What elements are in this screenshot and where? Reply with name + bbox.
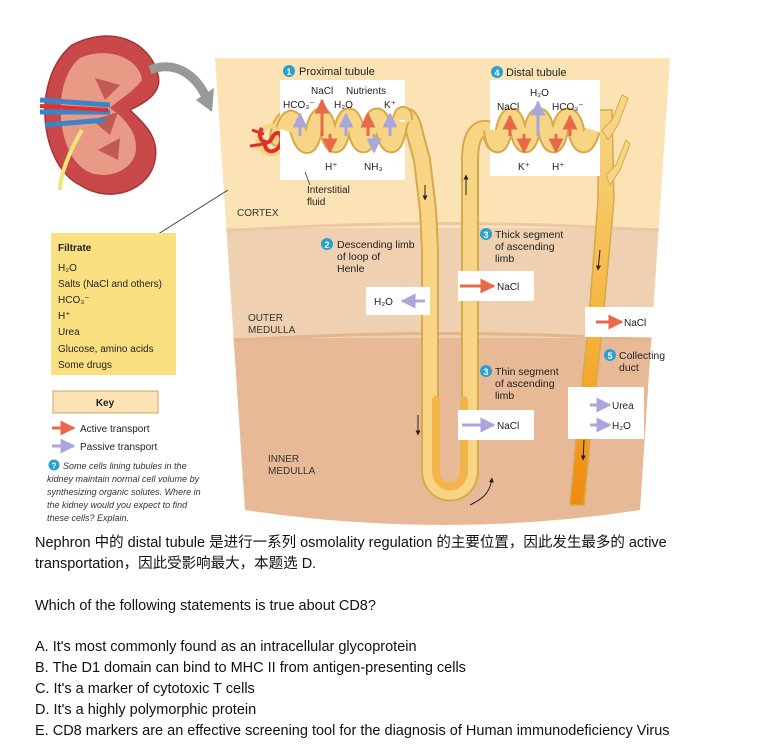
svg-text:Henle: Henle	[337, 263, 365, 275]
active-transport-label: Active transport	[80, 424, 150, 435]
svg-text:Collecting: Collecting	[619, 350, 665, 362]
filtrate-title: Filtrate	[58, 243, 92, 254]
step-label-thick-segment: 3 Thick segment of ascending limb	[480, 228, 563, 265]
svg-text:Thin segment: Thin segment	[495, 366, 559, 378]
solute-hco3: HCO₃⁻	[283, 100, 315, 111]
filtrate-item: Some drugs	[58, 360, 112, 371]
svg-text:limb: limb	[495, 253, 514, 265]
svg-text:MEDULLA: MEDULLA	[248, 325, 296, 336]
svg-text:limb: limb	[495, 390, 514, 402]
thin-nacl-box: NaCl	[458, 410, 534, 440]
svg-text:fluid: fluid	[307, 197, 325, 208]
svg-text:NaCl: NaCl	[497, 282, 519, 293]
answer-option-a[interactable]: A. It's most commonly found as an intrac…	[35, 639, 417, 655]
svg-text:of ascending: of ascending	[495, 378, 555, 390]
question-note: ? Some cells lining tubules in the kidne…	[47, 459, 201, 523]
solute-h: H⁺	[325, 162, 338, 173]
distal-transport-arrows	[502, 100, 578, 154]
legend-key: Key Active transport Passive transport	[52, 390, 159, 454]
filtrate-item: Urea	[58, 327, 80, 338]
filtrate-item: H₂O	[58, 263, 77, 274]
solute-nacl: NaCl	[497, 102, 519, 113]
answer-option-c[interactable]: C. It's a marker of cytotoxic T cells	[35, 681, 255, 697]
svg-text:3: 3	[483, 367, 488, 377]
filtrate-item: H⁺	[58, 311, 71, 322]
solute-nutrients: Nutrients	[346, 86, 386, 97]
svg-text:?: ?	[52, 462, 57, 471]
answer-option-b[interactable]: B. The D1 domain can bind to MHC II from…	[35, 660, 466, 676]
filtrate-item: HCO₃⁻	[58, 295, 90, 306]
kidney-illustration	[39, 35, 160, 195]
solute-k: K⁺	[518, 162, 530, 173]
answer-option-d[interactable]: D. It's a highly polymorphic protein	[35, 702, 257, 718]
svg-text:these cells? Explain.: these cells? Explain.	[47, 513, 129, 523]
filtrate-item: Glucose, amino acids	[58, 344, 154, 355]
solute-hco3: HCO₃⁻	[552, 102, 584, 113]
proximal-transport-arrows	[292, 98, 398, 154]
svg-text:of loop of: of loop of	[337, 251, 380, 263]
solute-nacl: NaCl	[311, 86, 333, 97]
svg-text:Thick segment: Thick segment	[495, 229, 563, 241]
svg-text:duct: duct	[619, 362, 639, 374]
answer-options: A. It's most commonly found as an intrac…	[35, 637, 670, 742]
step-label-thin-segment: 3 Thin segment of ascending limb	[480, 365, 559, 402]
step-number: 1	[286, 67, 291, 77]
step-label-collecting-duct: 5 Collecting duct	[604, 349, 665, 374]
svg-text:H₂O: H₂O	[374, 297, 393, 308]
step-label-proximal: 1 Proximal tubule	[283, 65, 375, 78]
svg-text:kidney maintain normal cell vo: kidney maintain normal cell volume by	[47, 474, 200, 484]
svg-text:synthesizing organic solutes.: synthesizing organic solutes. Where in	[47, 487, 201, 497]
explanation-line: transportation，因此受影响最大，本题选 D.	[35, 556, 317, 572]
svg-text:MEDULLA: MEDULLA	[268, 466, 316, 477]
step-label-descending: 2 Descending limb of loop of Henle	[321, 238, 415, 275]
explanation-line: Nephron 中的 distal tubule 是进行一系列 osmolali…	[35, 535, 667, 551]
distal-tubule-label: Distal tubule	[506, 67, 567, 79]
svg-text:2: 2	[324, 240, 329, 250]
svg-text:Descending limb: Descending limb	[337, 239, 415, 251]
svg-text:H₂O: H₂O	[612, 421, 631, 432]
svg-text:Interstitial: Interstitial	[307, 185, 350, 196]
nephron-diagram: 1 Proximal tubule 4 Distal tubule NaCl N…	[39, 35, 670, 525]
solute-nh3: NH₃	[364, 162, 383, 173]
zone-cortex: CORTEX	[237, 208, 279, 219]
descending-h2o-box: H₂O	[366, 287, 430, 315]
svg-text:5: 5	[607, 351, 612, 361]
question-text: Which of the following statements is tru…	[35, 598, 376, 614]
svg-text:Some cells lining tubules in t: Some cells lining tubules in the	[63, 461, 187, 471]
svg-text:NaCl: NaCl	[497, 421, 519, 432]
solute-h: H⁺	[552, 162, 565, 173]
collecting-nacl-box: NaCl	[585, 307, 657, 337]
step-number: 4	[494, 68, 499, 78]
svg-text:the kidney would you expect to: the kidney would you expect to find	[47, 500, 188, 510]
solute-h2o: H₂O	[530, 88, 549, 99]
filtrate-item: Salts (NaCl and others)	[58, 279, 162, 290]
solute-k: K⁺	[384, 100, 396, 111]
svg-text:Urea: Urea	[612, 401, 634, 412]
passive-transport-label: Passive transport	[80, 442, 157, 453]
explanation-text: Nephron 中的 distal tubule 是进行一系列 osmolali…	[35, 533, 747, 575]
proximal-tubule-label: Proximal tubule	[299, 66, 375, 78]
collecting-urea-h2o-box: Urea H₂O	[568, 387, 644, 439]
zoom-arrow	[148, 62, 210, 98]
solute-h2o: H₂O	[334, 100, 353, 111]
step-label-distal: 4 Distal tubule	[491, 66, 567, 79]
answer-option-e[interactable]: E. CD8 markers are an effective screenin…	[35, 723, 670, 739]
zone-inner-medulla: INNER	[268, 454, 299, 465]
filtrate-box: Filtrate H₂O Salts (NaCl and others) HCO…	[51, 233, 176, 375]
thick-nacl-box: NaCl	[458, 271, 534, 301]
interstitial-fluid-label: Interstitial fluid	[304, 171, 350, 208]
zone-outer-medulla: OUTER	[248, 313, 283, 324]
svg-text:Key: Key	[96, 398, 115, 409]
svg-text:NaCl: NaCl	[624, 318, 646, 329]
svg-text:of ascending: of ascending	[495, 241, 555, 253]
svg-text:3: 3	[483, 230, 488, 240]
flow-arrows	[415, 174, 601, 506]
